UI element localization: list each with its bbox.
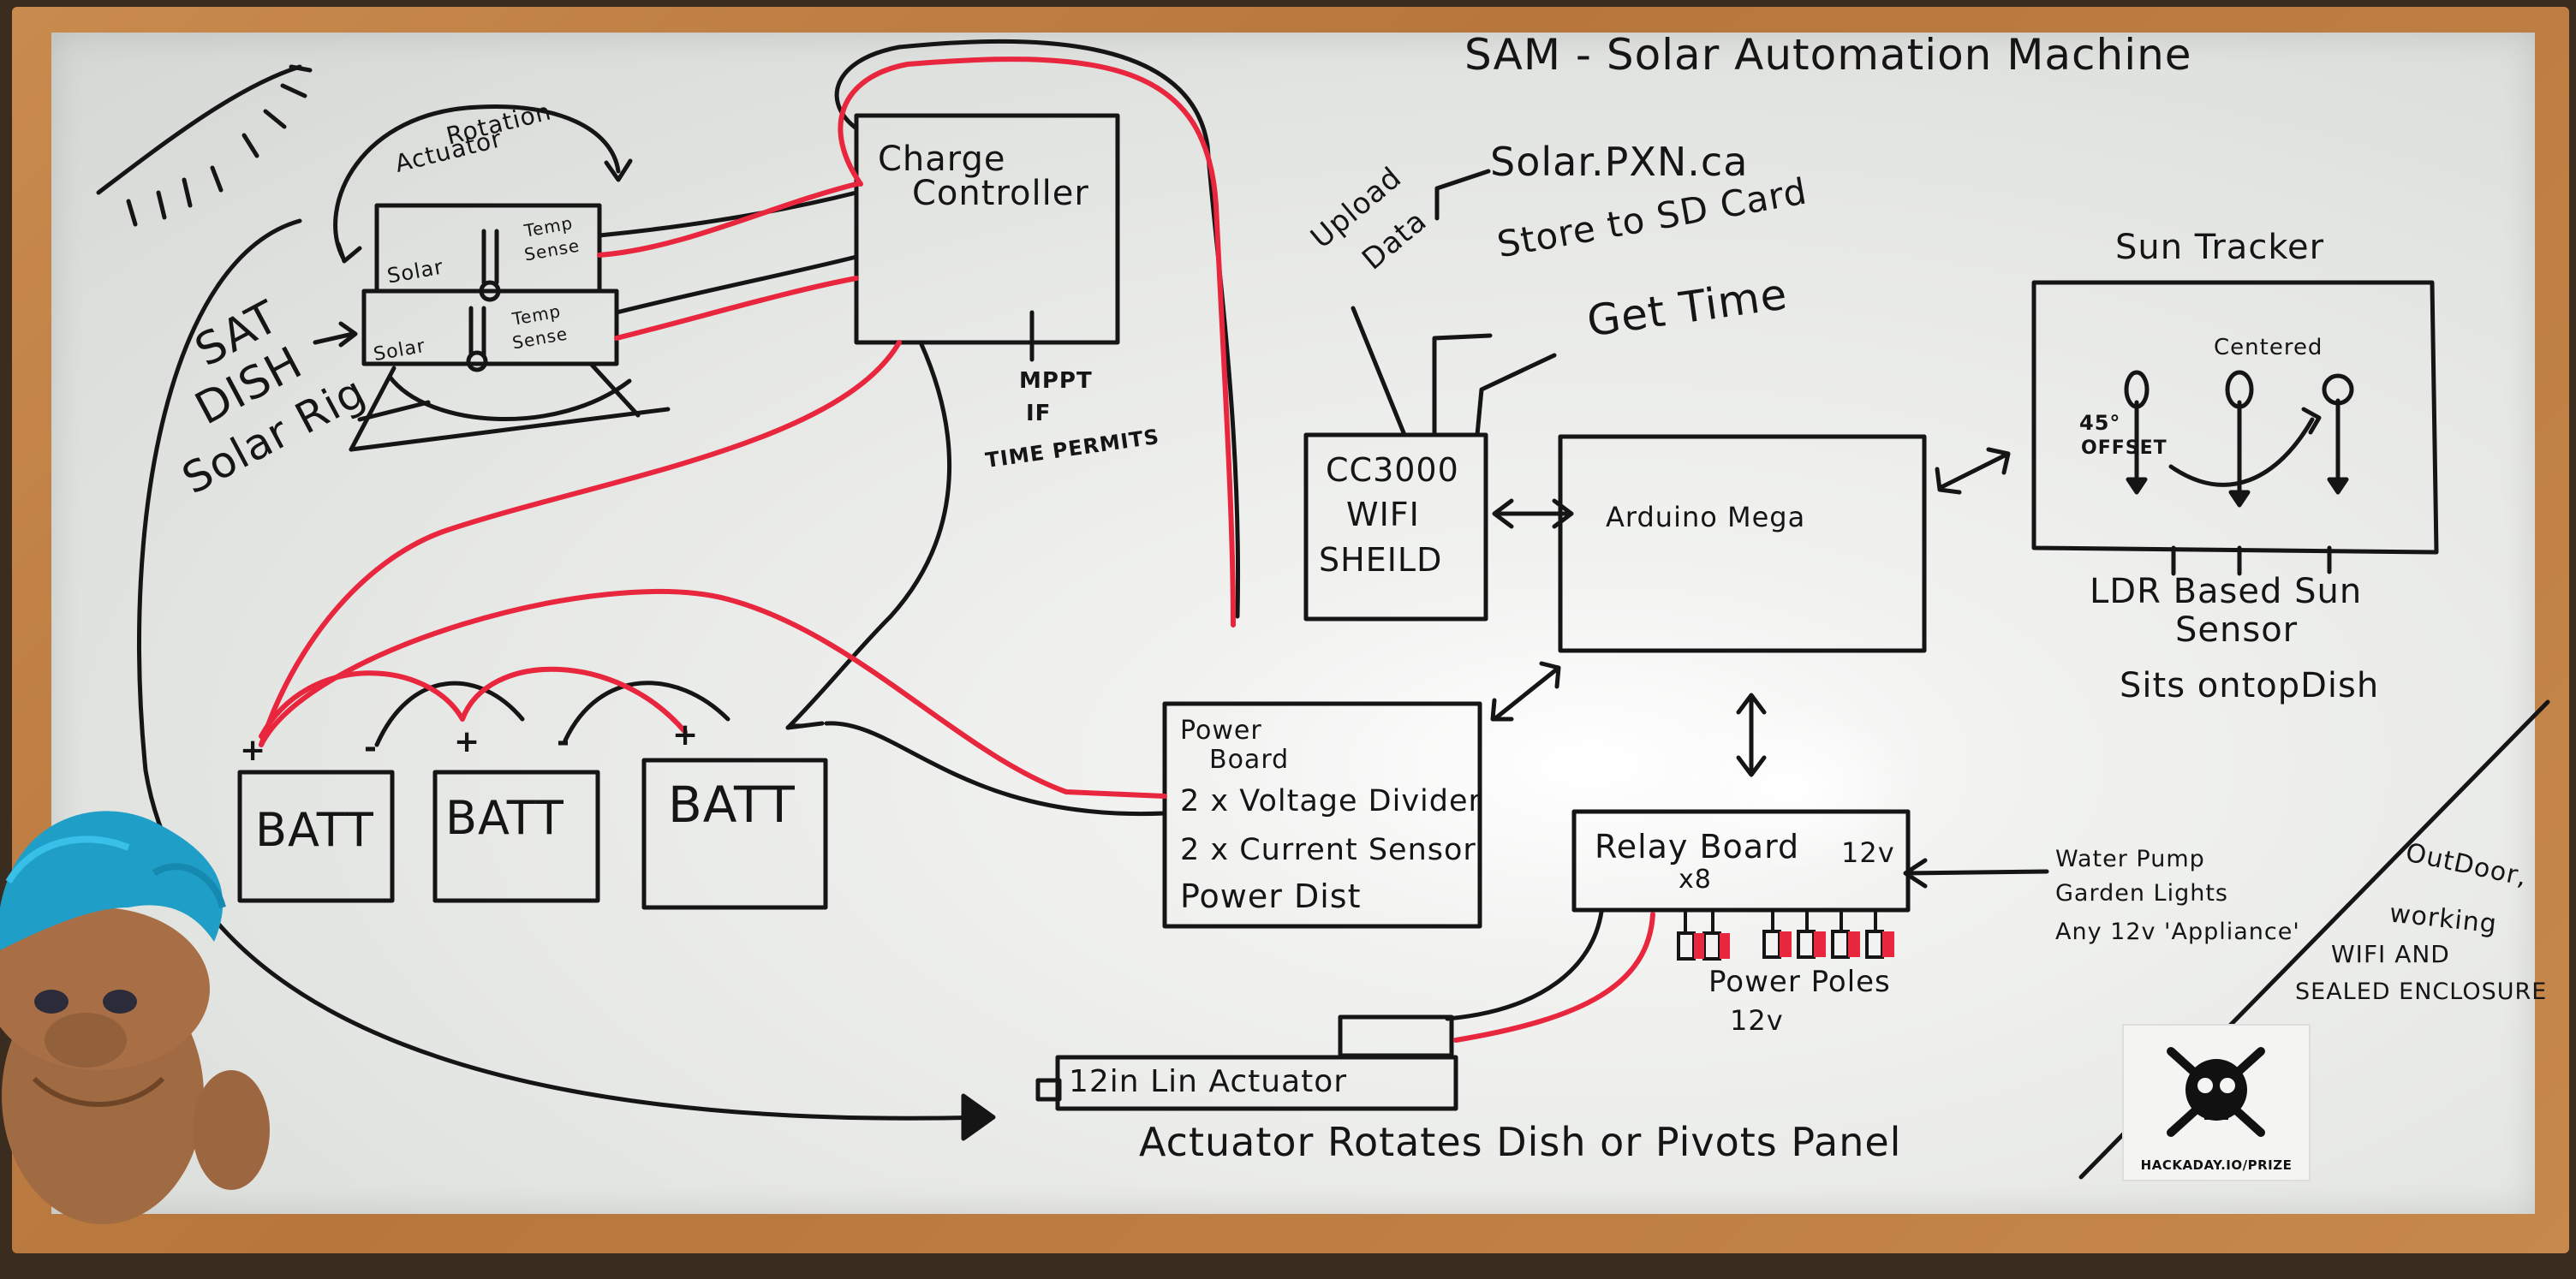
- power-board-line5: Power Dist: [1180, 877, 1362, 915]
- appliance-line2: Garden Lights: [2055, 880, 2228, 907]
- outdoor-line3: WIFI AND: [2331, 940, 2450, 968]
- flash-glare: [1661, 702, 1918, 873]
- centered-label: Centered: [2214, 335, 2323, 360]
- ldr-caption-line3: Sits ontopDish: [2120, 666, 2380, 705]
- power-board-line4: 2 x Current Sensor: [1180, 833, 1476, 867]
- battery-2-box: [432, 770, 600, 903]
- power-poles-line1: Power Poles: [1708, 965, 1891, 999]
- relay-voltage: 12v: [1841, 836, 1895, 869]
- offset-line2: OFFSET: [2081, 437, 2168, 459]
- relay-board-box: [1571, 809, 1911, 913]
- appliance-line3: Any 12v 'Appliance': [2055, 919, 2300, 945]
- battery-3-minus: -: [792, 707, 806, 742]
- actuator-caption: Actuator Rotates Dish or Pivots Panel: [1139, 1119, 1902, 1165]
- power-board-line3: 2 x Voltage Divider: [1180, 784, 1482, 818]
- battery-3-box: [641, 758, 828, 910]
- battery-1-plus: +: [240, 733, 267, 768]
- charge-controller-box: [854, 113, 1120, 345]
- wifi-line2: WIFI: [1346, 496, 1420, 533]
- power-board-line1: Power: [1180, 716, 1262, 746]
- arduino-label: Arduino Mega: [1606, 501, 1806, 533]
- battery-2-plus: +: [454, 724, 481, 759]
- sun-tracker-title: Sun Tracker: [2115, 228, 2325, 267]
- sun-arc: [96, 64, 302, 195]
- power-board-line2: Board: [1209, 745, 1290, 775]
- sun-tracker-box: [2031, 280, 2439, 555]
- battery-1-label: BATT: [255, 803, 374, 857]
- wifi-shield-box: [1303, 432, 1488, 622]
- skull-wrench-icon: [2167, 1047, 2265, 1137]
- outdoor-line4: SEALED ENCLOSURE: [2295, 979, 2548, 1005]
- battery-3-label: BATT: [668, 776, 796, 834]
- mppt-note-line2: IF: [1026, 401, 1052, 426]
- offset-line1: 45°: [2079, 411, 2121, 435]
- solar-panel-bottom: [361, 289, 619, 366]
- arduino-mega-box: [1558, 434, 1927, 653]
- relay-board-label: Relay Board: [1595, 828, 1800, 866]
- ldr-caption-line1: LDR Based Sun: [2090, 572, 2363, 611]
- power-poles-line2: 12v: [1730, 1004, 1784, 1037]
- charge-controller-line2: Controller: [912, 174, 1089, 213]
- diagram-title: SAM - Solar Automation Machine: [1464, 30, 2192, 80]
- appliance-line1: Water Pump: [2055, 846, 2205, 872]
- power-board-box: [1162, 701, 1482, 929]
- hackaday-sticker: HACKADAY.IO/PRIZE: [2122, 1024, 2311, 1181]
- actuator-label: 12in Lin Actuator: [1069, 1064, 1348, 1099]
- wifi-line1: CC3000: [1326, 451, 1459, 489]
- charge-controller-line1: Charge: [878, 140, 1006, 179]
- battery-2-minus: -: [557, 724, 570, 759]
- ldr-caption-line2: Sensor: [2175, 610, 2299, 650]
- battery-2-label: BATT: [445, 791, 564, 845]
- mppt-note-line1: MPPT: [1019, 368, 1093, 394]
- battery-1-minus: -: [364, 730, 378, 765]
- battery-3-plus: +: [672, 717, 700, 753]
- power-poles: [1677, 910, 1894, 961]
- website-label: Solar.PXN.ca: [1490, 139, 1749, 185]
- wifi-line3: SHEILD: [1319, 541, 1443, 579]
- battery-1-box: [237, 770, 395, 903]
- sticker-text: HACKADAY.IO/PRIZE: [2140, 1157, 2293, 1173]
- relay-count: x8: [1679, 865, 1712, 895]
- rotation-arc: [333, 104, 621, 259]
- troll-doll-figure: [0, 811, 270, 1224]
